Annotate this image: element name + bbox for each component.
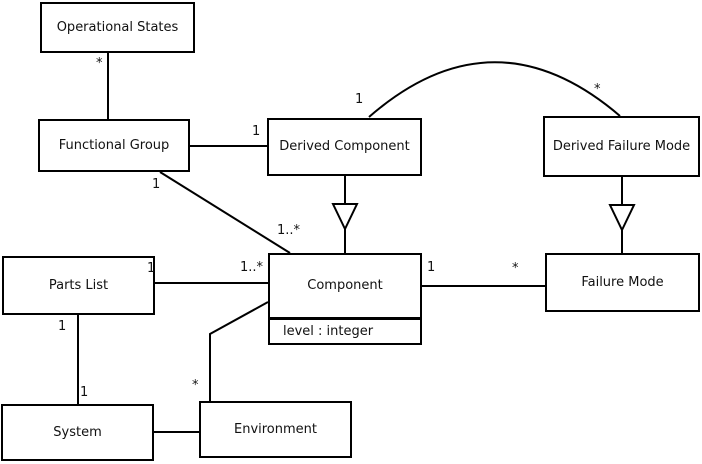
class-name: Derived Failure Mode [552, 138, 691, 154]
edge-component-environment [209, 301, 269, 401]
edge-derived-component-derived-failure-mode-arc [368, 61, 621, 118]
multiplicity-label: 1 [152, 177, 161, 192]
multiplicity-label: * [594, 82, 601, 97]
generalization-triangle-icon [331, 203, 359, 232]
class-name: Environment [233, 421, 317, 437]
class-name: Operational States [56, 19, 179, 35]
multiplicity-label: 1 [80, 385, 89, 400]
multiplicity-label: * [96, 56, 103, 71]
class-box-operational-states: Operational States [40, 2, 195, 53]
class-box-environment: Environment [199, 401, 352, 458]
edge-functional-group-component [159, 171, 291, 254]
multiplicity-label: 1..* [240, 260, 264, 275]
generalization-triangle-icon [608, 204, 636, 233]
multiplicity-label: * [192, 378, 199, 393]
class-name: Functional Group [58, 137, 170, 153]
class-name: Derived Component [279, 139, 410, 155]
multiplicity-label: 1 [355, 92, 364, 107]
class-box-parts-list: Parts List [2, 256, 155, 315]
class-name: System [53, 424, 102, 440]
class-box-functional-group: Functional Group [38, 119, 190, 172]
multiplicity-label: 1 [252, 124, 261, 139]
multiplicity-label: 1 [147, 261, 156, 276]
class-name: Failure Mode [581, 274, 664, 290]
class-box-derived-component: Derived Component [267, 118, 422, 176]
multiplicity-label: 1 [427, 260, 436, 275]
multiplicity-label: * [512, 261, 519, 276]
class-box-derived-failure-mode: Derived Failure Mode [543, 116, 700, 177]
class-box-component: Component level : integer [268, 253, 422, 345]
class-name: Parts List [48, 277, 109, 293]
class-attribute: level : integer [270, 317, 420, 343]
multiplicity-label: 1..* [277, 223, 301, 238]
class-box-system: System [1, 404, 154, 461]
class-name: Component [307, 278, 383, 294]
multiplicity-label: 1 [58, 319, 67, 334]
class-box-failure-mode: Failure Mode [545, 253, 700, 312]
